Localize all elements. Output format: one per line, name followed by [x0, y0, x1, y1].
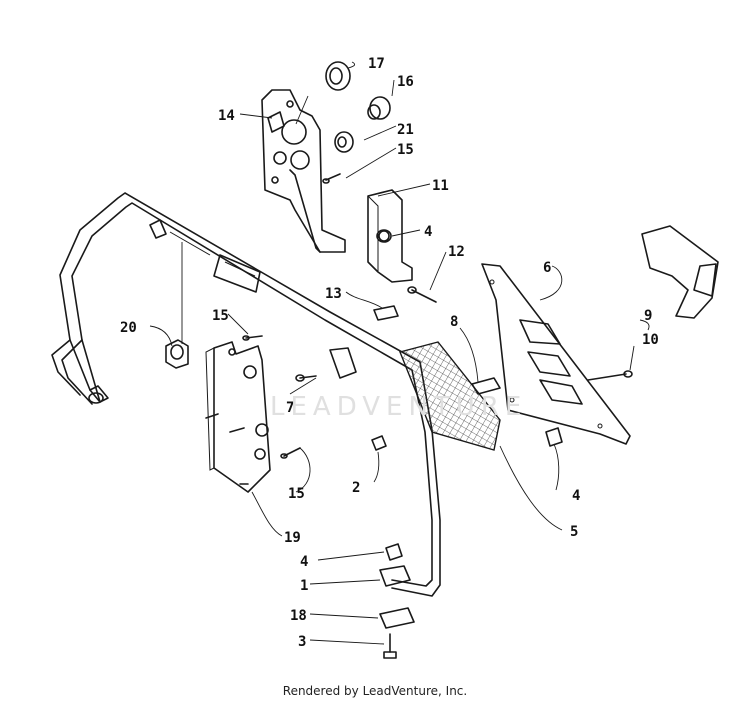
side-panel — [481, 263, 631, 445]
callout-19: 19 — [284, 530, 301, 546]
callout-14: 14 — [218, 108, 235, 124]
leader-lines — [149, 61, 650, 645]
upper-bracket-plate — [261, 89, 346, 253]
callout-15-upper: 15 — [397, 142, 414, 158]
callout-4-right: 4 — [572, 488, 580, 504]
callout-15-left: 15 — [212, 308, 229, 324]
callout-12: 12 — [448, 244, 465, 260]
watermark-text: LEADVENTURE — [270, 392, 528, 422]
callout-10: 10 — [642, 332, 659, 348]
callout-21: 21 — [397, 122, 414, 138]
callout-16: 16 — [397, 74, 414, 90]
callout-9: 9 — [644, 308, 652, 324]
angle-bracket — [367, 189, 413, 283]
callout-6: 6 — [543, 260, 551, 276]
callout-1: 1 — [300, 578, 308, 594]
bumper-bar — [51, 192, 441, 597]
callout-5: 5 — [570, 524, 578, 540]
callout-labels: 17 16 14 21 15 11 4 12 13 6 8 9 10 20 15… — [120, 56, 659, 650]
bushings — [325, 61, 391, 153]
callout-4-upper: 4 — [424, 224, 432, 240]
callout-2: 3 — [298, 634, 306, 650]
bumper-pad — [641, 225, 719, 319]
callout-20: 20 — [120, 320, 137, 336]
callout-4-lower: 4 — [300, 554, 308, 570]
callout-7: 7 — [286, 400, 294, 416]
callout-11: 11 — [432, 178, 449, 194]
grille-mesh — [399, 341, 501, 451]
spacer-block — [471, 377, 501, 395]
callout-18: 18 — [290, 608, 307, 624]
side-plate — [205, 341, 271, 493]
callout-13: 13 — [325, 286, 342, 302]
callout-8: 8 — [450, 314, 458, 330]
clamp-bracket — [165, 339, 189, 369]
callout-3: 2 — [352, 480, 360, 496]
callout-17: 17 — [368, 56, 385, 72]
footer-credit: Rendered by LeadVenture, Inc. — [282, 684, 468, 698]
callout-15-lower: 15 — [288, 486, 305, 502]
upper-bolts — [322, 173, 437, 321]
fasteners — [242, 335, 633, 659]
